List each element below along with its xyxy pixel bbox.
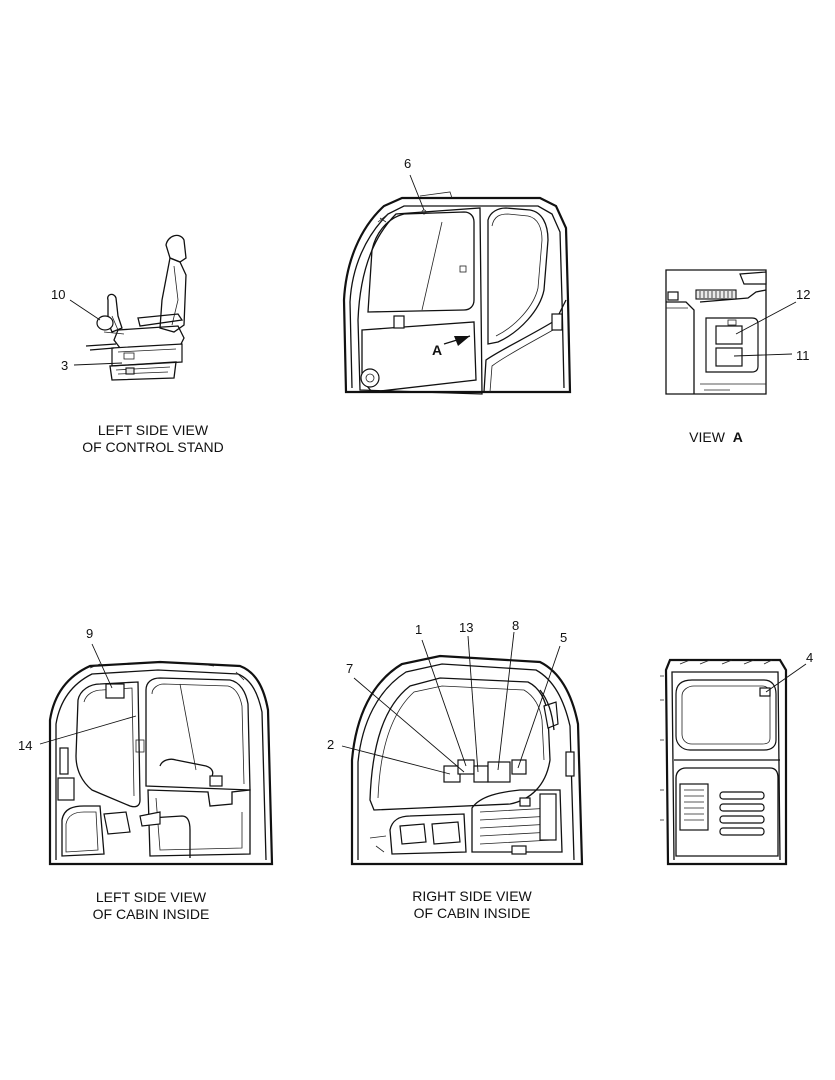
control-stand-drawing — [85, 234, 187, 381]
caption-view-a-letter: A — [732, 429, 743, 445]
caption-control-stand-line1: LEFT SIDE VIEW — [97, 422, 209, 438]
callout-14: 14 — [18, 738, 33, 753]
callout-13: 13 — [459, 620, 474, 635]
cabin-right-inside-drawing — [350, 654, 584, 866]
cabin-door-drawing — [342, 191, 572, 395]
caption-cabin-left-line2: OF CABIN INSIDE — [92, 906, 210, 922]
view-a-drawing — [665, 269, 767, 395]
caption-view-a-text: VIEW A — [666, 429, 766, 446]
caption-control-stand: LEFT SIDE VIEW OF CONTROL STAND — [63, 422, 243, 456]
callout-11: 11 — [796, 348, 810, 363]
view-arrow-label: A — [432, 342, 443, 358]
caption-cabin-left-line1: LEFT SIDE VIEW — [95, 889, 207, 905]
caption-view-a: VIEW A — [666, 429, 766, 446]
callout-2: 2 — [327, 737, 335, 752]
callout-12: 12 — [796, 287, 811, 302]
callout-9: 9 — [86, 626, 94, 641]
caption-view-a-prefix: VIEW — [689, 429, 725, 445]
callout-1: 1 — [415, 622, 423, 637]
callout-5: 5 — [560, 630, 568, 645]
leader-lines — [39, 174, 807, 775]
caption-cabin-right: RIGHT SIDE VIEW OF CABIN INSIDE — [382, 888, 562, 922]
callout-7: 7 — [346, 661, 354, 676]
callout-3: 3 — [61, 358, 69, 373]
callout-8: 8 — [512, 618, 520, 633]
caption-cabin-right-line1: RIGHT SIDE VIEW — [412, 888, 532, 904]
cabin-rear-drawing — [660, 658, 788, 866]
caption-cabin-right-line2: OF CABIN INSIDE — [413, 905, 531, 921]
callout-4: 4 — [806, 650, 814, 665]
callout-10: 10 — [51, 287, 66, 302]
cabin-left-inside-drawing — [48, 660, 274, 866]
caption-cabin-left: LEFT SIDE VIEW OF CABIN INSIDE — [61, 889, 241, 923]
caption-control-stand-line2: OF CONTROL STAND — [82, 439, 224, 455]
callout-6: 6 — [404, 156, 412, 171]
